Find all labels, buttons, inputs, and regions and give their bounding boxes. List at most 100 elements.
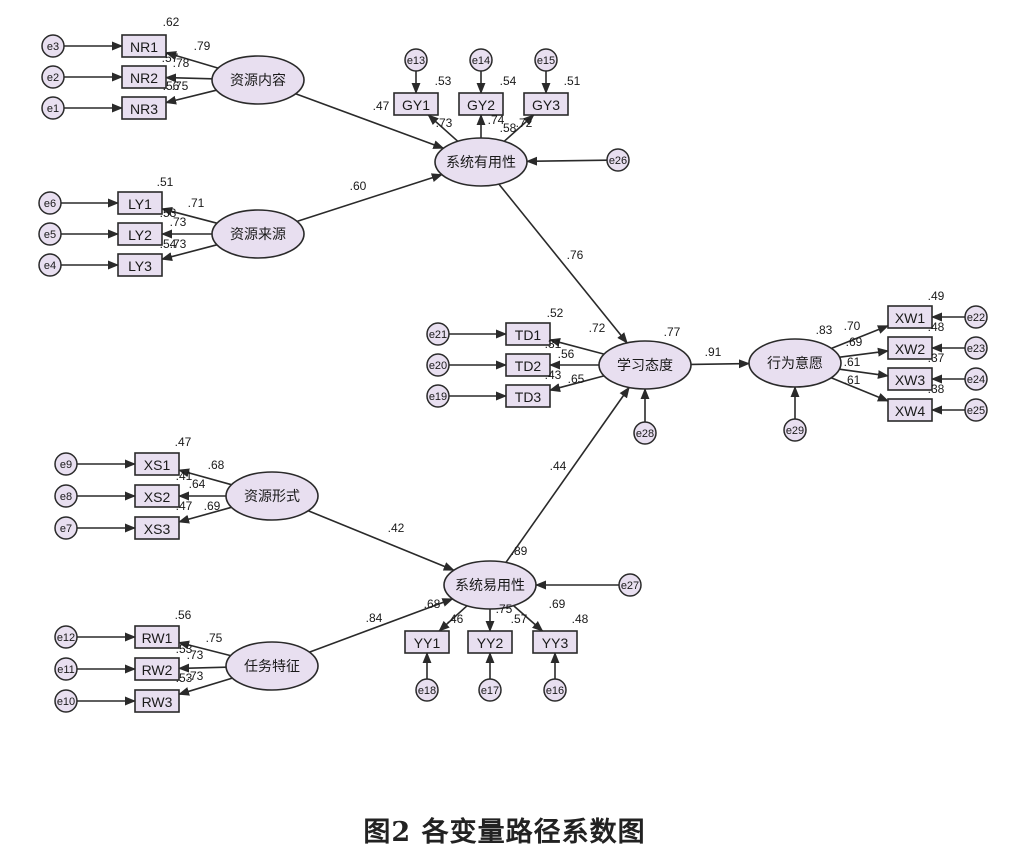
- indicator-r2-GY2: .54: [500, 74, 517, 88]
- indicator-label-RW3: RW3: [142, 694, 173, 710]
- indicator-box-TD3: [505, 384, 551, 408]
- indicator-box-LY1: [117, 191, 163, 215]
- error-node-e20: [426, 353, 450, 377]
- loading-label-TD1: .72: [589, 321, 606, 335]
- indicator-label-GY2: GY2: [467, 97, 495, 113]
- error-node-e24: [964, 367, 988, 391]
- path-arrow-TD-XW: [690, 359, 751, 369]
- indicator-r2-XS2: .41: [176, 469, 193, 483]
- error-label-e21: e21: [429, 329, 447, 341]
- error-label-e29: e29: [786, 425, 804, 437]
- path-arrow-YY-TD: [505, 386, 630, 563]
- error-label-e22: e22: [967, 312, 985, 324]
- indicator-r2-XS3: .47: [176, 499, 193, 513]
- indicator-label-TD2: TD2: [515, 358, 542, 374]
- error-label-e14: e14: [472, 55, 490, 67]
- latent-label-XW: 行为意愿: [767, 355, 823, 371]
- error-label-e23: e23: [967, 343, 985, 355]
- indicator-label-GY3: GY3: [532, 97, 560, 113]
- path-coefficient-RW_YY: .84: [366, 611, 383, 625]
- error-label-e16: e16: [546, 685, 564, 697]
- indicator-label-LY1: LY1: [128, 196, 152, 212]
- loading-label-NR2: .78: [173, 56, 190, 70]
- indicator-label-LY2: LY2: [128, 227, 152, 243]
- error-label-e2: e2: [47, 72, 59, 84]
- error-node-e12: [54, 625, 78, 649]
- latent-node-XW: [748, 338, 842, 388]
- indicator-box-XW3: [887, 367, 933, 391]
- indicator-box-XW2: [887, 336, 933, 360]
- path-coefficient-GY_TD: .76: [567, 248, 584, 262]
- error-label-e24: e24: [967, 374, 985, 386]
- node-layer: [38, 34, 988, 713]
- indicator-r2-LY1: .51: [157, 175, 174, 189]
- indicator-label-XW1: XW1: [895, 310, 926, 326]
- indicator-r2-LY2: .53: [160, 206, 177, 220]
- loading-arrow-LY1: [160, 207, 218, 224]
- error-label-e8: e8: [60, 491, 72, 503]
- latent-r2-GY: .58: [500, 121, 517, 135]
- error-node-e6: [38, 191, 62, 215]
- indicator-box-GY3: [523, 92, 569, 116]
- loading-label-NR1: .79: [194, 39, 211, 53]
- indicator-label-YY2: YY2: [477, 635, 504, 651]
- path-arrow-XS-YY: [307, 510, 455, 571]
- indicator-box-XS1: [134, 452, 180, 476]
- indicator-box-XW1: [887, 305, 933, 329]
- indicator-r2-XW3: .37: [928, 351, 945, 365]
- disturbance-arrow-e26: [525, 156, 608, 166]
- indicator-r2-NR3: .56: [163, 79, 180, 93]
- indicator-r2-YY3: .48: [572, 612, 589, 626]
- indicator-r2-LY3: .54: [160, 237, 177, 251]
- indicator-r2-NR2: .57: [162, 51, 179, 65]
- error-node-e16: [543, 678, 567, 702]
- error-node-e7: [54, 516, 78, 540]
- loading-label-RW2: .73: [187, 648, 204, 662]
- label-layer: 资源内容资源来源系统有用性学习态度行为意愿资源形式任务特征系统易用性NR1NR2…: [44, 15, 985, 710]
- indicator-box-YY3: [532, 630, 578, 654]
- latent-node-RW: [225, 641, 319, 691]
- indicator-r2-RW2: .53: [176, 642, 193, 656]
- indicator-box-XS3: [134, 516, 180, 540]
- error-node-e1: [41, 96, 65, 120]
- error-label-e7: e7: [60, 523, 72, 535]
- path-coefficient-NR_GY: .47: [373, 99, 390, 113]
- loading-arrow-XW4: [830, 377, 890, 402]
- indicator-label-TD3: TD3: [515, 389, 542, 405]
- indicator-label-XS3: XS3: [144, 521, 171, 537]
- indicator-box-RW2: [134, 657, 180, 681]
- indicator-r2-TD3: .43: [545, 368, 562, 382]
- error-label-e17: e17: [481, 685, 499, 697]
- error-node-e3: [41, 34, 65, 58]
- loading-arrow-GY3: [503, 114, 535, 142]
- indicator-box-TD1: [505, 322, 551, 346]
- path-arrow-LY-GY: [296, 173, 443, 223]
- indicator-box-TD2: [505, 353, 551, 377]
- loading-label-YY1: .68: [424, 597, 441, 611]
- indicator-box-NR3: [121, 96, 167, 120]
- loading-label-LY1: .71: [188, 196, 205, 210]
- loading-arrow-XW1: [831, 325, 890, 350]
- error-label-e28: e28: [636, 428, 654, 440]
- latent-label-RW: 任务特征: [244, 658, 300, 674]
- indicator-r2-YY2: .57: [511, 612, 528, 626]
- error-label-e9: e9: [60, 459, 72, 471]
- indicator-label-YY3: YY3: [542, 635, 569, 651]
- error-node-e19: [426, 384, 450, 408]
- path-arrow-RW-YY: [309, 598, 454, 653]
- loading-arrow-RW2: [177, 663, 227, 673]
- loading-label-RW1: .75: [206, 631, 223, 645]
- sem-path-diagram: 资源内容资源来源系统有用性学习态度行为意愿资源形式任务特征系统易用性NR1NR2…: [38, 15, 988, 713]
- path-coefficient-LY_GY: .60: [350, 179, 367, 193]
- loading-label-XS3: .69: [204, 499, 221, 513]
- latent-node-TD: [598, 340, 692, 390]
- loading-arrow-NR2: [164, 73, 213, 83]
- indicator-label-XS1: XS1: [144, 457, 171, 473]
- error-label-e18: e18: [418, 685, 436, 697]
- latent-node-XS: [225, 471, 319, 521]
- error-node-e26: [606, 148, 630, 172]
- loading-label-LY2: .73: [170, 215, 187, 229]
- indicator-label-LY3: LY3: [128, 258, 152, 274]
- error-label-e15: e15: [537, 55, 555, 67]
- error-node-e11: [54, 657, 78, 681]
